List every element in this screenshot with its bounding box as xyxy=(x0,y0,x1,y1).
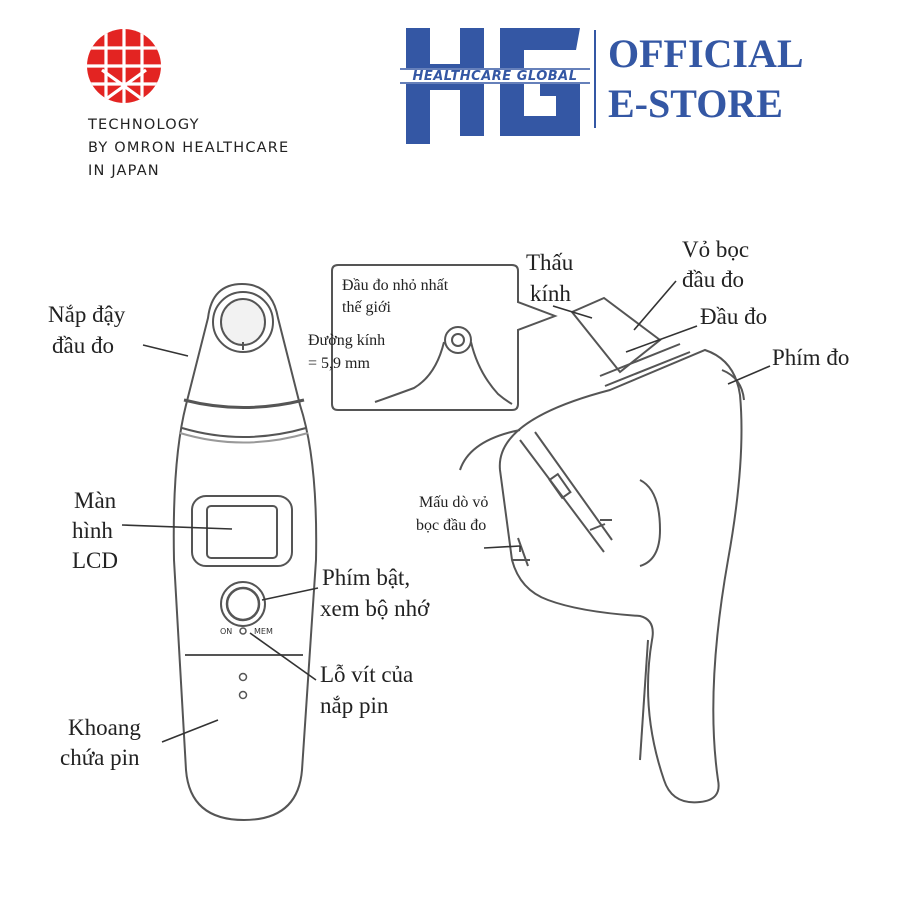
tagline-line-1: TECHNOLOGY xyxy=(88,117,200,133)
label-battery-line-2: chứa pin xyxy=(60,745,140,770)
label-battery-line-1: Khoang xyxy=(68,715,141,740)
label-detector-line-2: bọc đầu đo xyxy=(416,517,487,534)
label-probe-cover-line-2: đầu đo xyxy=(682,267,744,292)
label-lcd-line-3: LCD xyxy=(72,548,118,573)
label-probe: Đầu đo xyxy=(700,304,768,329)
label-power-line-1: Phím bật, xyxy=(322,565,411,590)
inset-title-line-1: Đầu đo nhỏ nhất xyxy=(342,277,449,294)
side-body-outline xyxy=(498,348,743,804)
label-cap-line-1: Nắp đậy xyxy=(48,302,126,327)
label-lens-line-2: kính xyxy=(530,281,571,306)
on-mark: ON xyxy=(220,627,232,636)
tagline-line-2: BY OMRON HEALTHCARE xyxy=(88,140,290,156)
label-detector-line-1: Mấu dò vỏ xyxy=(419,494,489,511)
hg-logo-text: HEALTHCARE GLOBAL xyxy=(412,69,578,84)
side-probe-outline xyxy=(570,296,662,374)
front-body-outline xyxy=(172,282,318,822)
store-divider xyxy=(594,30,596,128)
inset-title-line-2: thế giới xyxy=(342,299,391,316)
hg-logo-icon xyxy=(400,28,590,144)
omron-logo-icon xyxy=(87,29,161,103)
label-measure-button: Phím đo xyxy=(772,345,850,370)
store-line-1: OFFICIAL xyxy=(608,31,804,76)
inset-diameter-line-1: Đường kính xyxy=(308,332,386,349)
label-screw-line-1: Lỗ vít của xyxy=(320,662,414,687)
label-cap-line-2: đầu đo xyxy=(52,333,114,358)
label-lcd-line-1: Màn xyxy=(74,488,117,513)
label-screw-line-2: nắp pin xyxy=(320,693,389,718)
label-lcd-line-2: hình xyxy=(72,518,113,543)
mem-mark: MEM xyxy=(254,627,273,636)
label-lens-line-1: Thấu xyxy=(526,250,574,275)
store-line-2: E-STORE xyxy=(608,81,783,126)
inset-diameter-line-2: = 5,9 mm xyxy=(308,355,370,372)
label-power-line-2: xem bộ nhớ xyxy=(320,596,430,621)
tagline-line-3: IN JAPAN xyxy=(88,163,160,179)
label-probe-cover-line-1: Vỏ bọc xyxy=(682,237,750,262)
